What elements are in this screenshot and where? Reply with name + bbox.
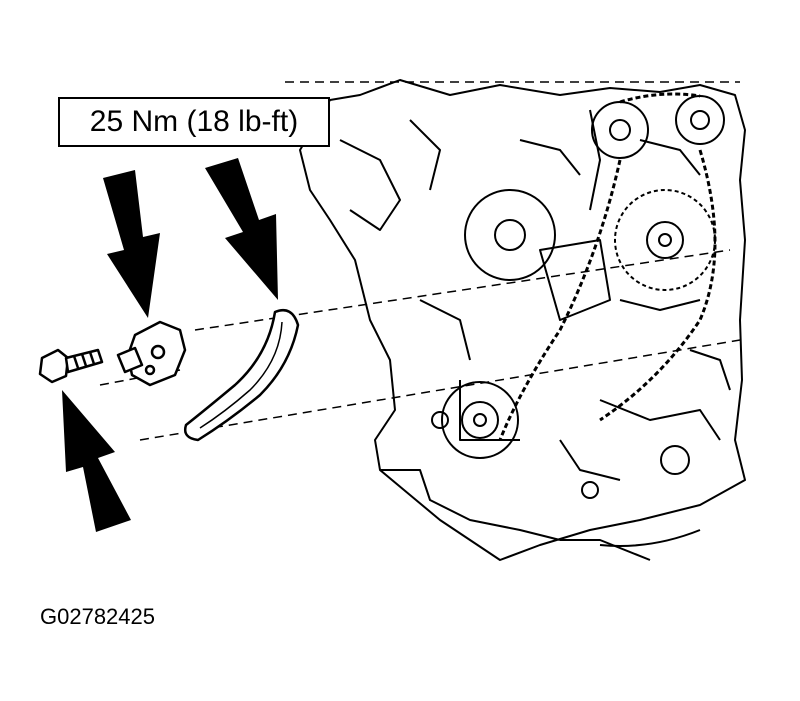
engine-block-icon: [299, 79, 746, 561]
timing-chain-icon: [498, 92, 717, 441]
figure-id-label: G02782425: [40, 604, 155, 629]
arrow-to-guide: [205, 158, 278, 300]
bolt-icon: [38, 348, 104, 384]
chain-tensioner-icon: [116, 320, 187, 387]
chain-guide-icon: [184, 308, 300, 442]
arrow-to-tensioner: [103, 170, 160, 318]
torque-spec-callout: 25 Nm (18 lb-ft): [58, 97, 330, 147]
arrow-pointer-icon: [62, 158, 278, 532]
cam-sprocket-icon: [431, 95, 725, 499]
arrow-to-bolt: [62, 390, 131, 532]
